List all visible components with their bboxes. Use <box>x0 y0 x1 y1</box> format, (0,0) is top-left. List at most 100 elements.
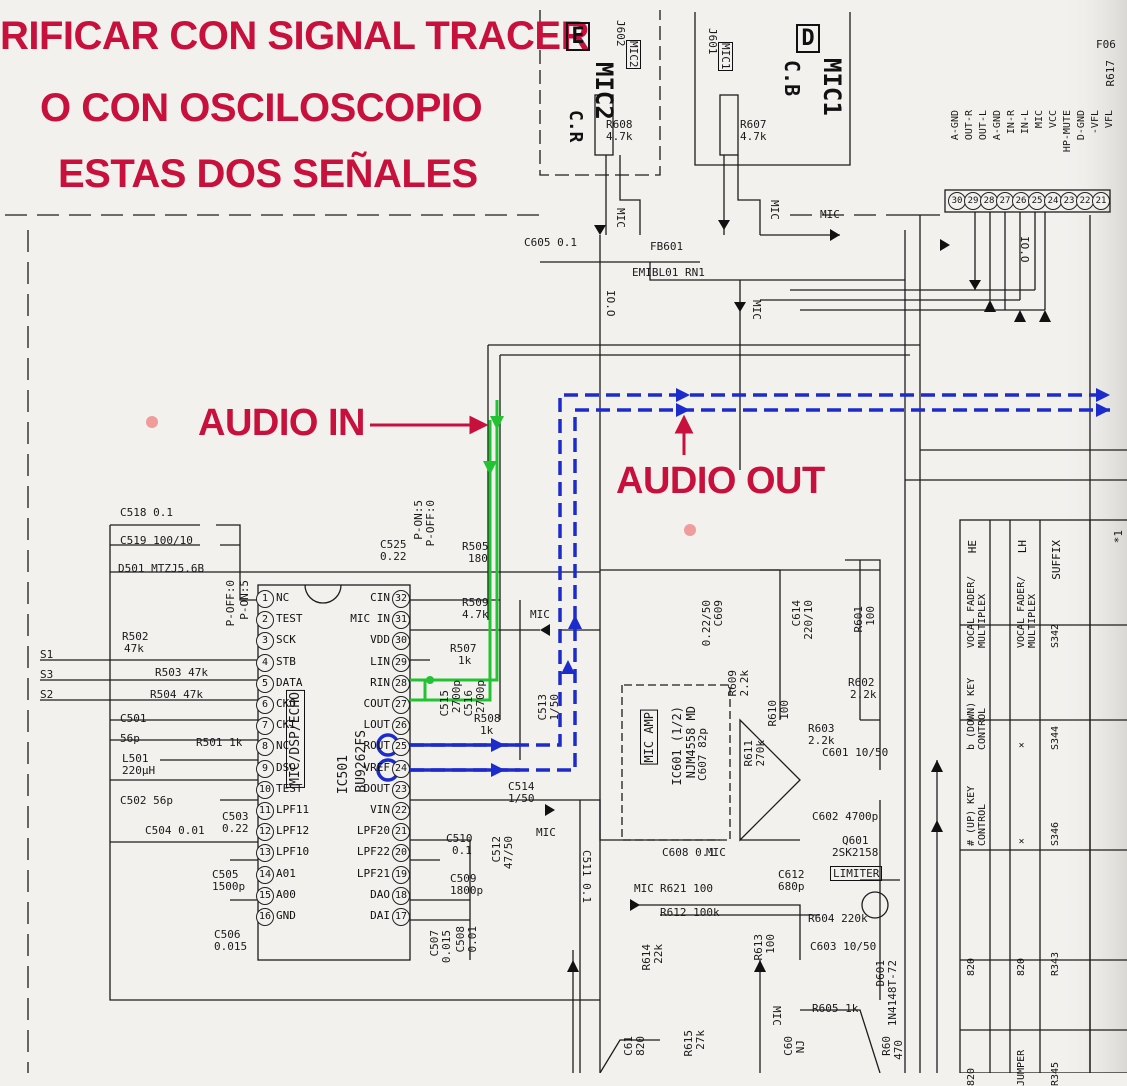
connector-pin: 30 <box>948 192 966 210</box>
signal-s2: S2 <box>40 688 54 701</box>
c501-label: C501 <box>120 712 147 725</box>
c516-value: 2700p <box>474 680 487 714</box>
table-cell: 820 <box>966 1067 977 1086</box>
connector-label: HP-MUTE <box>1062 110 1073 153</box>
r507-value: 1k <box>458 654 472 667</box>
ic501-ref: IC501 <box>336 755 351 795</box>
c609-value: 0.22/50 <box>700 600 713 647</box>
r503-label: R503 47k <box>155 666 208 679</box>
ic501-pin-name: DOUT <box>363 781 391 795</box>
ic501-pin-name: MIC IN <box>350 612 390 626</box>
c514-label: C514 <box>508 780 535 793</box>
ic501-pin-name: STB <box>276 654 296 668</box>
ic501-pin-name: NC <box>276 591 290 604</box>
r508-label: R508 <box>474 712 501 725</box>
r602-label: R602 <box>848 676 875 689</box>
c513-value: 1/50 <box>548 694 561 721</box>
ic501-function: MIC/DSP/ECHO <box>286 690 305 788</box>
connector-pin: 22 <box>1076 192 1094 210</box>
board-d-jack: J601 <box>706 28 719 55</box>
board-e-jack-label: MIC2 <box>626 40 641 69</box>
c610-value: 820 <box>634 1036 647 1056</box>
ic501-pin-number: 14 <box>256 865 274 884</box>
ic501-pin-number: 19 <box>392 865 410 884</box>
table-cell: × <box>1016 739 1027 750</box>
r508-value: 1k <box>480 724 494 737</box>
table-cell: R343 <box>1050 951 1061 976</box>
board-e-resistor: R608 <box>606 118 633 131</box>
ic501-pin-name: RIN <box>370 675 390 689</box>
audio-out-label: AUDIO OUT <box>616 460 825 502</box>
board-d-jack-label: MIC1 <box>718 42 733 71</box>
r502-label: R502 <box>122 630 149 643</box>
r614-value: 22k <box>652 944 665 964</box>
table-cell: VOCAL FADER/ MULTIPLEX <box>966 575 988 648</box>
connector-label: OUT-L <box>978 110 989 141</box>
table-cell: 820 <box>966 957 977 976</box>
ic501-pin-number: 21 <box>392 823 410 842</box>
connector-label: -VFL <box>1090 110 1101 135</box>
c606-part: NJ <box>794 1040 807 1054</box>
board-d-resistor-value: 4.7k <box>740 130 767 143</box>
l501-value: 220μH <box>122 764 156 777</box>
instruction-line-3: ESTAS DOS SEÑALES <box>58 152 478 196</box>
table-cell: R345 <box>1050 1061 1061 1086</box>
ic501-pin-number: 1 <box>256 590 274 608</box>
ic501-pin-number: 17 <box>392 908 410 926</box>
ic501-pin-name: ROUT <box>363 739 391 753</box>
ic501-pin-number: 18 <box>392 886 410 905</box>
table-note: *1 <box>1112 530 1125 544</box>
board-d-letter: D <box>796 24 820 53</box>
limiter-label: LIMITER <box>830 866 883 881</box>
connector-label: MIC <box>1034 110 1045 129</box>
ic501-pin-number: 10 <box>256 780 274 799</box>
r603-value: 2.2k <box>808 734 835 747</box>
ic501-pin-number: 13 <box>256 844 274 863</box>
r502-value: 47k <box>124 642 144 655</box>
c507-value: 0.015 <box>440 930 453 964</box>
r603-label: R603 <box>808 722 835 735</box>
ic501-pin-number: 24 <box>392 759 410 778</box>
ic501-pin-number: 2 <box>256 611 274 630</box>
connector-label: A-GND <box>992 110 1003 141</box>
ic501-pin-number: 31 <box>392 611 410 630</box>
table-cell: b (DOWN) KEY CONTROL <box>966 677 988 750</box>
c609-label: C609 <box>712 600 725 627</box>
r602-value: 2.2k <box>850 688 877 701</box>
ic601-label: IC601 (1/2) <box>670 706 684 786</box>
r505-value: 180 <box>468 552 488 565</box>
signal-mic-3: MIC <box>820 208 840 221</box>
r504-label: R504 47k <box>150 688 203 701</box>
board-d-sub: C.B <box>780 60 804 97</box>
ic501-pin-number: 16 <box>256 908 274 926</box>
table-cell: S346 <box>1050 821 1061 846</box>
r509-value: 4.7k <box>462 608 489 621</box>
d601-part: 1N4148T-72 <box>886 960 899 1027</box>
ic501-pin-number: 5 <box>256 674 274 693</box>
ic501-pin-name: LPF21 <box>356 866 390 880</box>
board-e-name: MIC2 <box>590 62 618 120</box>
c512-value: 47/50 <box>502 836 515 870</box>
connector-label: VCC <box>1048 110 1059 129</box>
c519-label: C519 100/10 <box>120 534 193 547</box>
table-cell: VOCAL FADER/ MULTIPLEX <box>1016 575 1038 648</box>
ic501-pin-name: TEST <box>276 612 303 626</box>
q601-label: Q601 <box>842 834 869 847</box>
ic501-pin-name: TEST <box>276 781 303 795</box>
r611-value: 270k <box>754 740 767 767</box>
ic501-part: BU9262FS <box>354 730 369 793</box>
ic501-pin-number: 23 <box>392 780 410 799</box>
connector-label: VFL <box>1104 110 1115 129</box>
r501-label: R501 1k <box>196 736 243 749</box>
c601-label: C601 10/50 <box>822 746 889 759</box>
r615-value: 27k <box>694 1030 707 1050</box>
signal-s3: S3 <box>40 668 54 681</box>
ic501-pin-number: 28 <box>392 674 410 693</box>
c501-value: 56p <box>120 732 140 745</box>
ic501-pin-name: LPF11 <box>276 803 310 816</box>
c612-value: 680p <box>778 880 805 893</box>
board-d-name: MIC1 <box>818 58 846 116</box>
ic501-pin-name: GND <box>276 909 296 922</box>
c504-label: C504 0.01 <box>145 824 205 837</box>
